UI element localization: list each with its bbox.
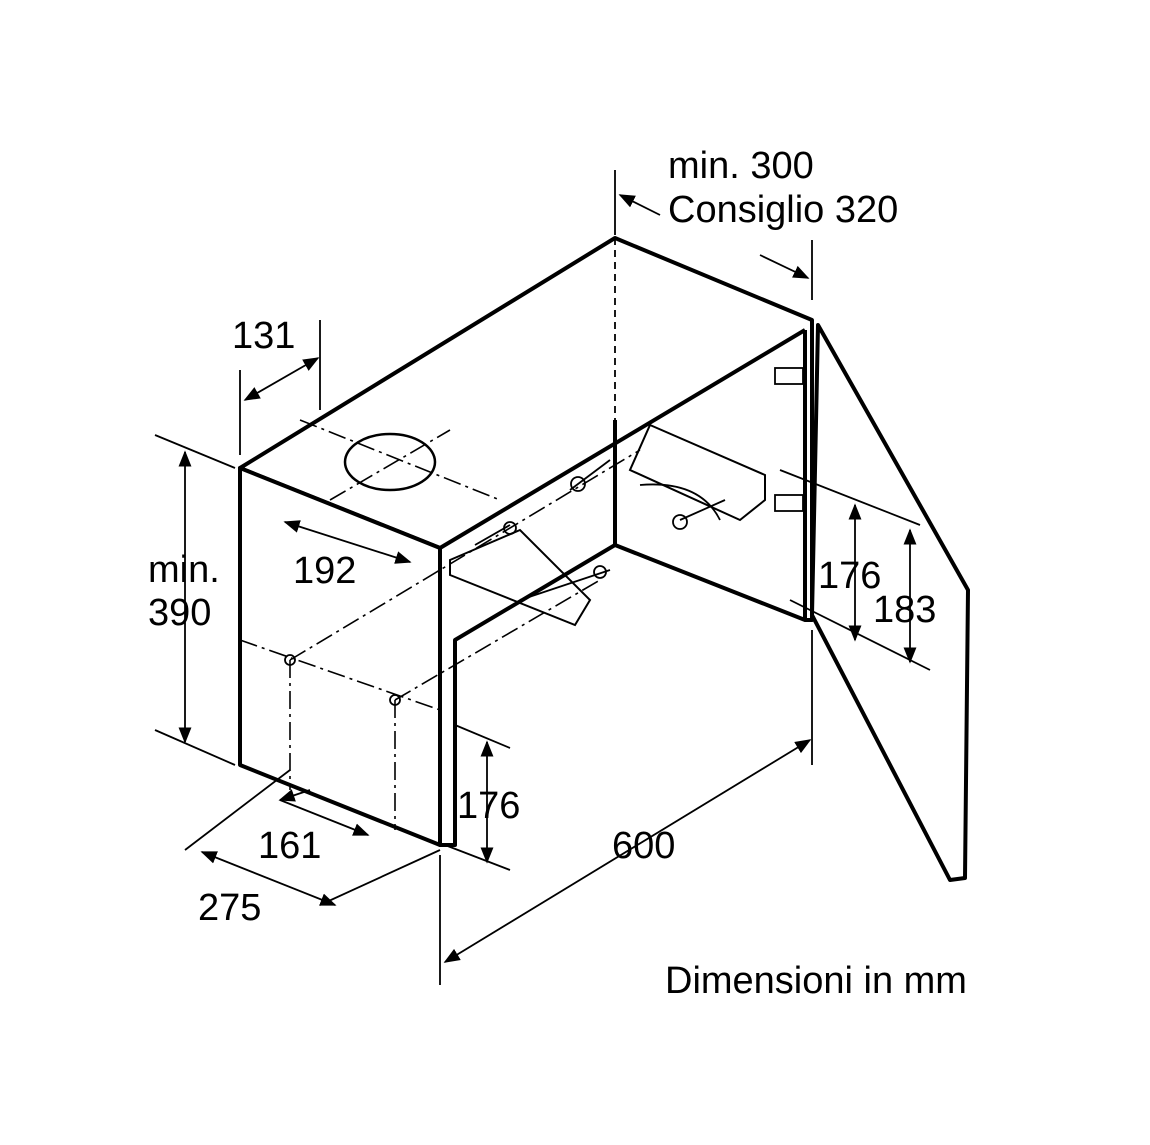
- dim-275: 275: [198, 887, 261, 929]
- dim-min-label: min.: [148, 549, 220, 591]
- top-front-edge: [438, 328, 807, 550]
- dim-390: 390: [148, 592, 211, 634]
- cabinet: [238, 236, 814, 847]
- dimension-lines: [154, 170, 931, 985]
- dim-192: 192: [293, 550, 356, 592]
- hinge-lower: [774, 494, 804, 512]
- mounting-bracket-right: [569, 367, 804, 530]
- hinge-upper: [774, 367, 804, 385]
- dim-131: 131: [232, 315, 295, 357]
- exhaust-hole: [343, 432, 437, 492]
- dim-176-left: 176: [457, 785, 520, 827]
- dim-600: 600: [612, 825, 675, 867]
- dim-clearance-min: min. 300: [668, 145, 814, 187]
- cabinet-door: [810, 323, 970, 882]
- dim-183: 183: [873, 589, 936, 631]
- dim-161: 161: [258, 825, 321, 867]
- mounting-bracket-left: [449, 521, 611, 627]
- dim-176-right: 176: [818, 555, 881, 597]
- units-note: Dimensioni in mm: [665, 960, 967, 1002]
- dim-clearance-recommended: Consiglio 320: [668, 189, 898, 231]
